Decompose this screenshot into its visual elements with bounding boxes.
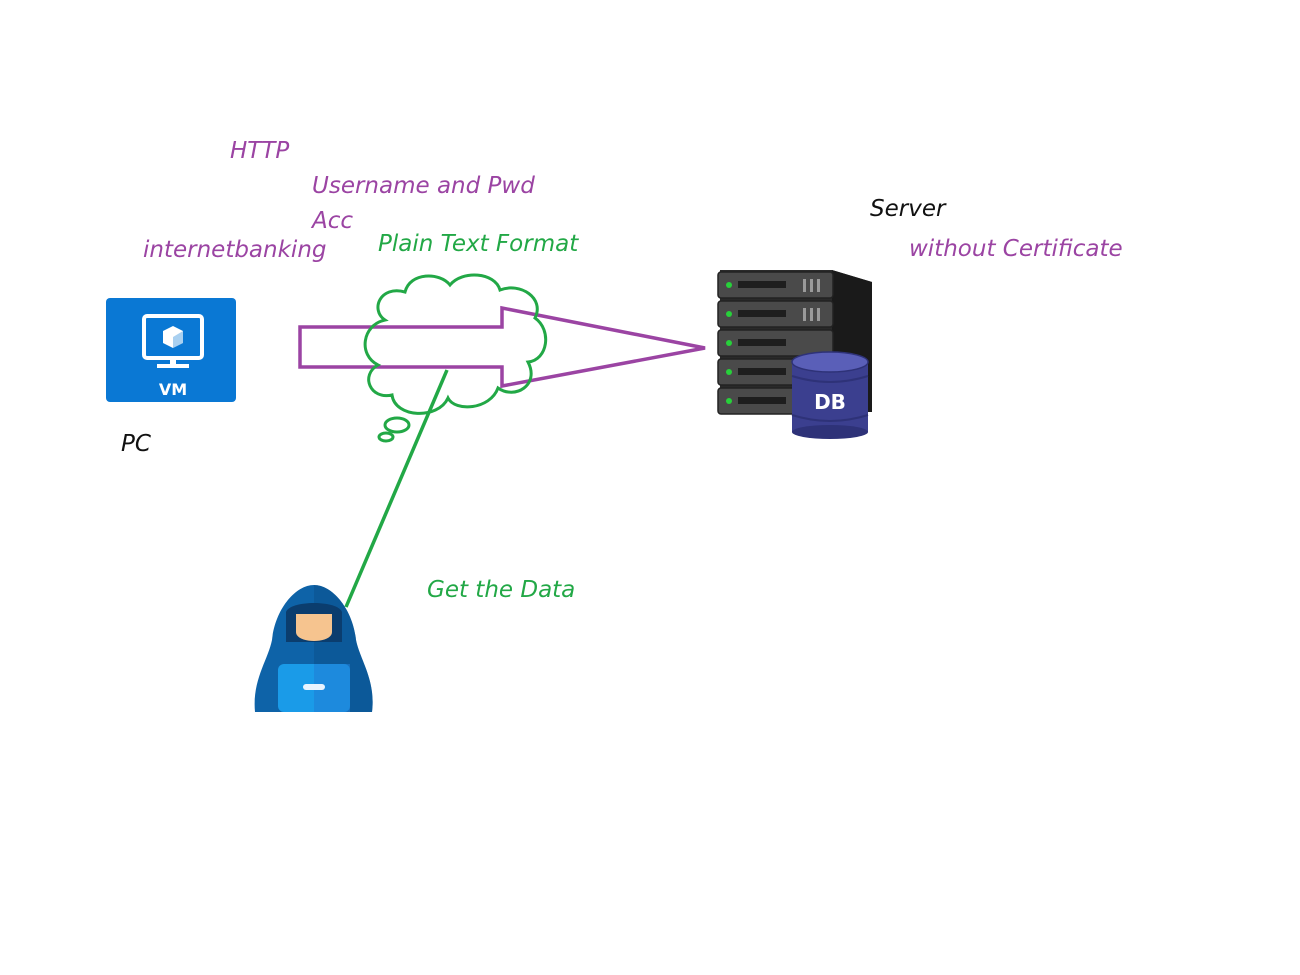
pc-label: PC [121, 431, 151, 457]
server-label: Server [870, 196, 946, 222]
database-icon-label: DB [814, 390, 846, 414]
plain-text-label: Plain Text Format [378, 231, 579, 257]
vm-icon: VM [106, 298, 236, 402]
database-icon: DB [791, 351, 869, 439]
vm-icon-label: VM [159, 380, 187, 399]
get-data-label: Get the Data [427, 577, 576, 603]
intercept-line [344, 369, 449, 608]
hacker-icon [254, 585, 373, 712]
credentials-label: Username and Pwd [312, 173, 535, 199]
interception-cloud [363, 273, 548, 443]
account-label: Acc [312, 208, 354, 234]
protocol-label: HTTP [230, 138, 290, 164]
app-label: internetbanking [143, 237, 327, 263]
data-flow-arrow [298, 305, 706, 389]
certificate-label: without Certificate [909, 236, 1123, 262]
